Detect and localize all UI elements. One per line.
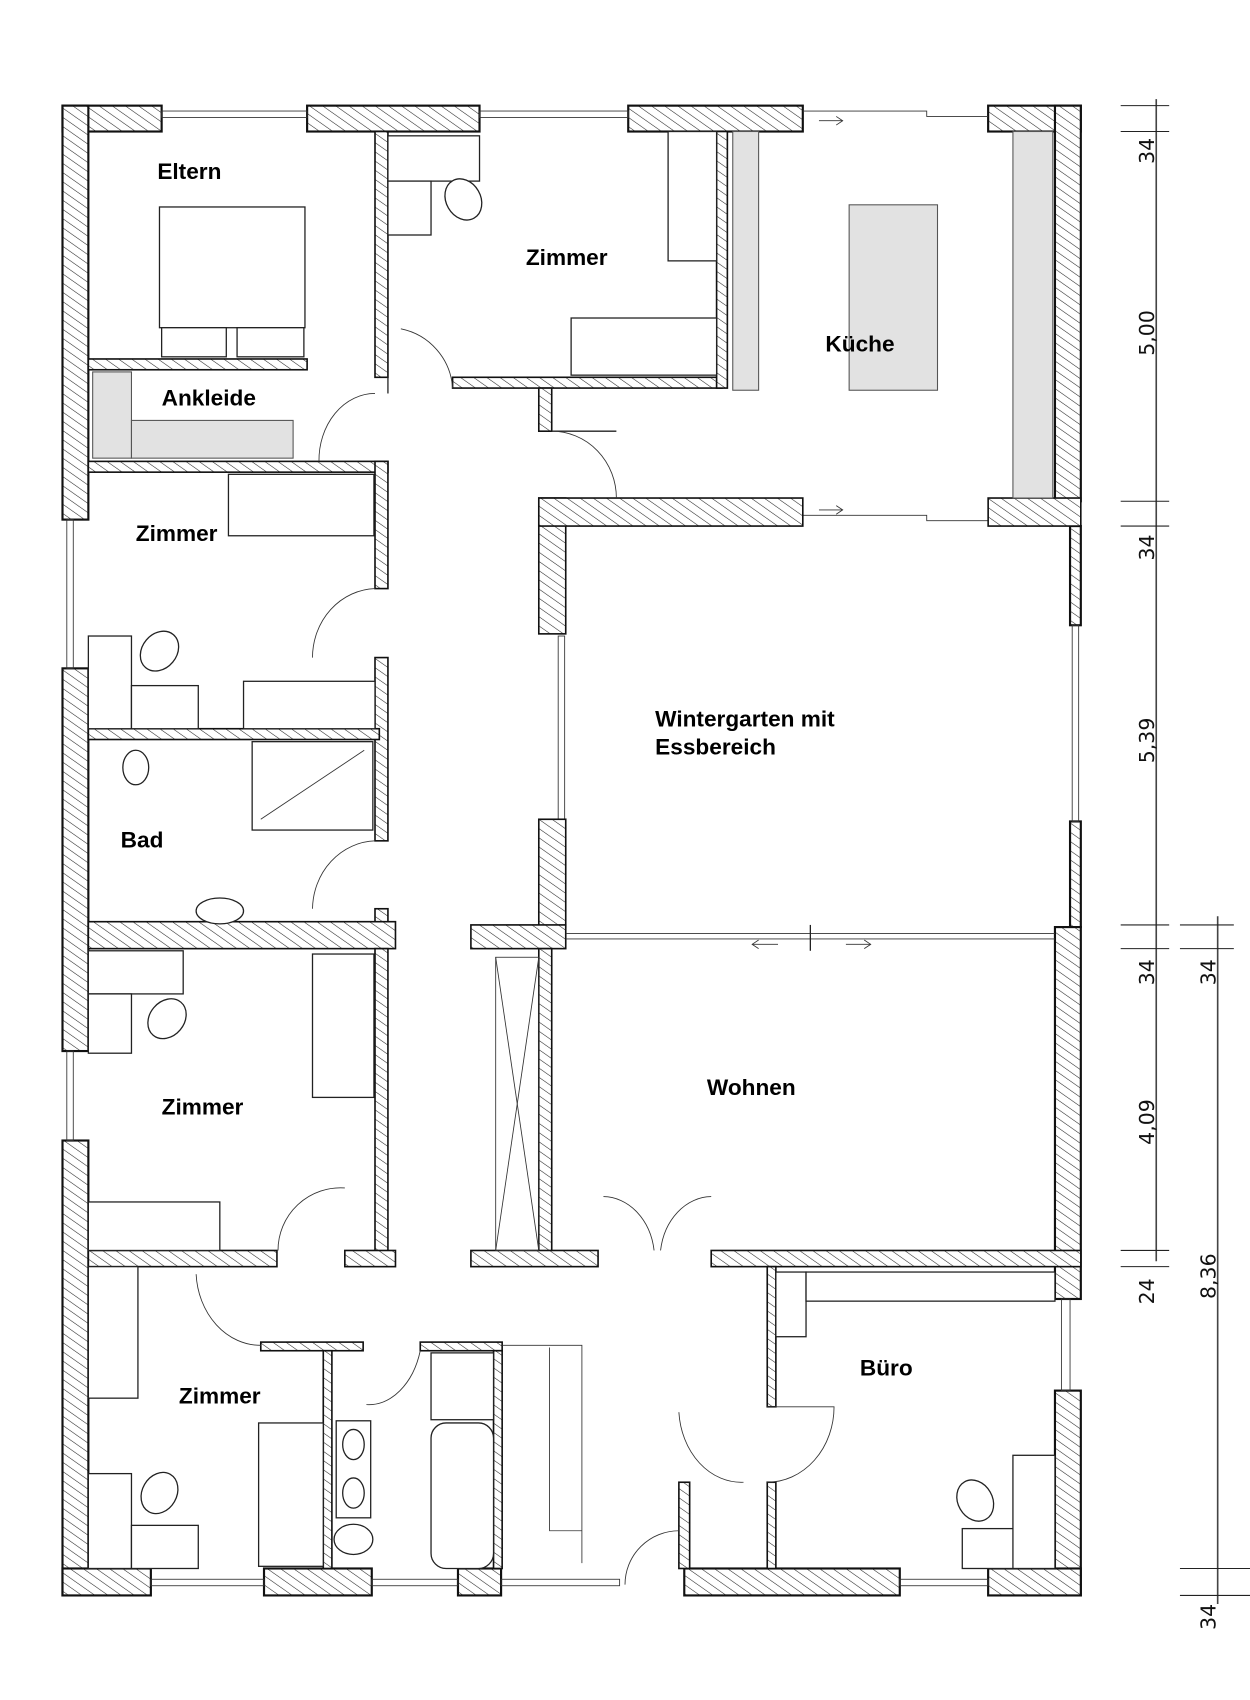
- room-labels: Eltern Ankleide Zimmer Küche Zimmer Wint…: [121, 159, 913, 1409]
- room-label-wohnen: Wohnen: [707, 1075, 796, 1100]
- room-label-essbereich: Essbereich: [655, 735, 776, 760]
- room-label-zimmer: Zimmer: [526, 245, 608, 270]
- shower: [430, 1352, 495, 1421]
- dimension-chain-rooms: 34 5,00 34 5,39 34 4,09 24: [1120, 99, 1170, 1304]
- double-bed: [158, 206, 306, 329]
- shower: [251, 741, 374, 831]
- room-label-zimmer: Zimmer: [162, 1095, 244, 1120]
- interior-walls: [87, 130, 1082, 1570]
- room-label-zimmer: Zimmer: [179, 1384, 261, 1409]
- dim-wall: 34: [1135, 535, 1159, 561]
- room-label-zimmer: Zimmer: [136, 521, 218, 546]
- chair-icon: [444, 178, 483, 221]
- bathtub: [430, 1422, 495, 1570]
- dim-wall: 34: [1197, 959, 1221, 985]
- dim-kueche: 5,00: [1135, 310, 1159, 356]
- dim-wohnen: 4,09: [1135, 1099, 1159, 1145]
- chair-icon: [956, 1479, 995, 1522]
- room-label-eltern: Eltern: [157, 159, 221, 184]
- dim-wall: 34: [1135, 138, 1159, 164]
- room-label-wintergarten: Wintergarten mit: [655, 707, 835, 732]
- dim-wall: 34: [1197, 1604, 1221, 1630]
- outer-walls: [61, 104, 1082, 1597]
- chair-icon: [139, 630, 180, 672]
- chair-icon: [147, 998, 187, 1040]
- dim-wall: 34: [1135, 959, 1159, 985]
- kitchen-sliding-doors: [802, 110, 989, 522]
- chair-icon: [140, 1471, 179, 1515]
- room-label-ankleide: Ankleide: [162, 385, 256, 410]
- furniture: [87, 130, 1056, 1570]
- room-label-bad: Bad: [121, 827, 164, 852]
- dimension-chain-outer: 34 8,36 34: [1179, 916, 1250, 1630]
- dim-wintergarten: 5,39: [1135, 718, 1159, 764]
- room-label-buero: Büro: [860, 1356, 913, 1381]
- room-label-kueche: Küche: [825, 331, 894, 356]
- dim-wall: 24: [1135, 1278, 1159, 1304]
- sink: [195, 897, 245, 925]
- dim-total: 8,36: [1197, 1253, 1221, 1299]
- toilet: [122, 749, 150, 786]
- windows: [66, 110, 1080, 1587]
- doors: [195, 328, 1055, 1585]
- kitchen-island: [848, 204, 939, 391]
